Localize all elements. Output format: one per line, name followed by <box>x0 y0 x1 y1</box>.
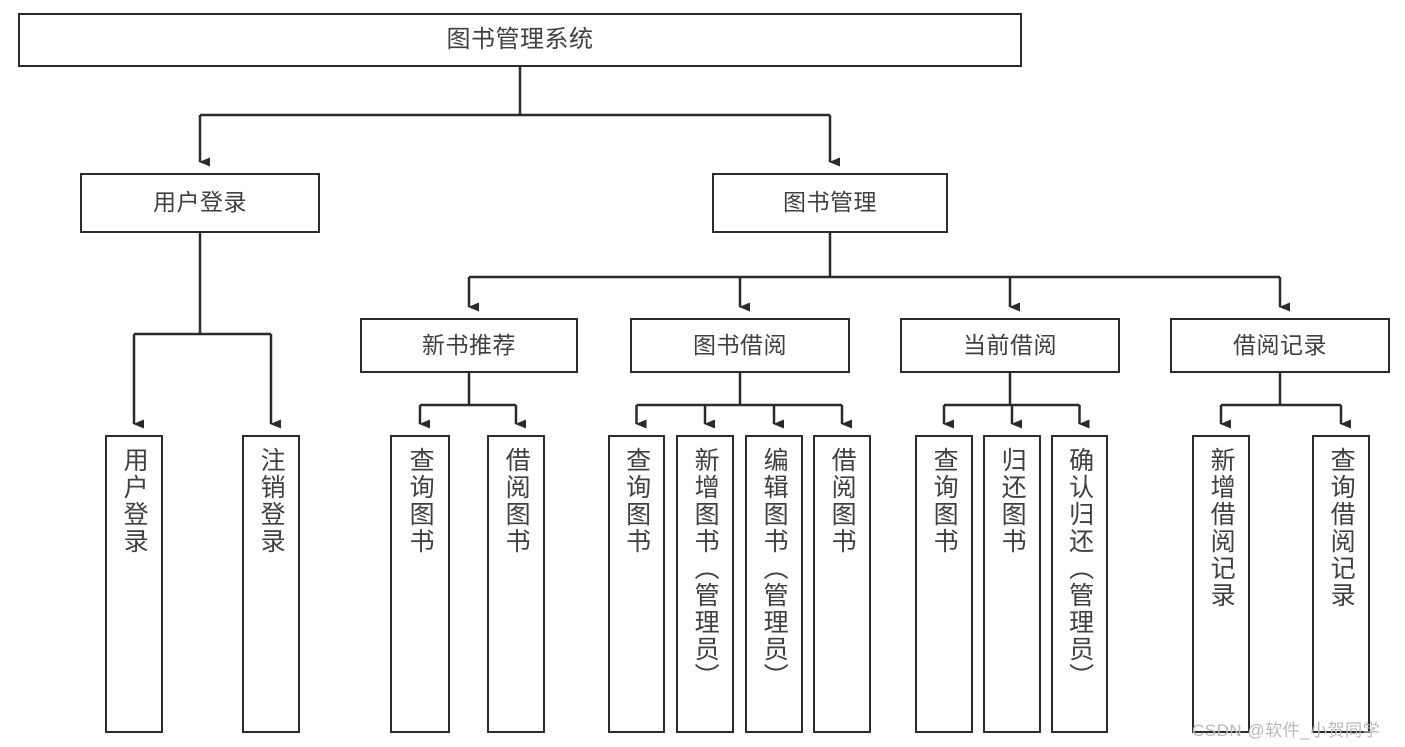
node-box-bookmgmt[interactable]: 图书管理 <box>712 173 948 233</box>
node-label-borrow: 图书借阅 <box>693 331 787 358</box>
node-label-r1: 新增借阅记录 <box>1207 447 1236 609</box>
node-box-b1[interactable]: 查询图书 <box>608 435 665 733</box>
node-label-b4: 借阅图书 <box>828 447 857 555</box>
node-box-n2[interactable]: 借阅图书 <box>487 435 545 733</box>
node-label-r2: 查询借阅记录 <box>1327 447 1356 609</box>
node-box-c2[interactable]: 归还图书 <box>983 435 1041 733</box>
node-box-l1[interactable]: 用户登录 <box>105 435 163 733</box>
node-label-l2: 注销登录 <box>257 447 286 555</box>
node-label-l1: 用户登录 <box>120 447 149 555</box>
node-label-root: 图书管理系统 <box>446 25 594 53</box>
node-box-n1[interactable]: 查询图书 <box>390 435 450 733</box>
node-label-records: 借阅记录 <box>1233 331 1327 358</box>
node-label-n1: 查询图书 <box>406 447 435 555</box>
node-label-bookmgmt: 图书管理 <box>783 189 877 216</box>
node-label-b3: 编辑图书（管理员） <box>760 447 789 690</box>
node-box-r2[interactable]: 查询借阅记录 <box>1312 435 1370 733</box>
node-box-l2[interactable]: 注销登录 <box>242 435 300 733</box>
node-box-b4[interactable]: 借阅图书 <box>813 435 871 733</box>
node-label-newbook: 新书推荐 <box>422 331 516 358</box>
node-label-c3: 确认归还（管理员） <box>1065 447 1094 690</box>
node-box-root[interactable]: 图书管理系统 <box>18 13 1022 67</box>
node-box-login[interactable]: 用户登录 <box>80 173 320 233</box>
node-label-b1: 查询图书 <box>622 447 651 555</box>
node-box-newbook[interactable]: 新书推荐 <box>360 318 578 373</box>
node-box-records[interactable]: 借阅记录 <box>1170 318 1390 373</box>
node-label-b2: 新增图书（管理员） <box>691 447 720 690</box>
node-label-c1: 查询图书 <box>930 447 959 555</box>
node-box-r1[interactable]: 新增借阅记录 <box>1192 435 1250 733</box>
node-label-c2: 归还图书 <box>998 447 1027 555</box>
node-label-login: 用户登录 <box>153 189 247 216</box>
node-box-current[interactable]: 当前借阅 <box>900 318 1120 373</box>
node-box-c1[interactable]: 查询图书 <box>915 435 973 733</box>
node-box-b3[interactable]: 编辑图书（管理员） <box>745 435 803 733</box>
node-box-borrow[interactable]: 图书借阅 <box>630 318 850 373</box>
node-box-b2[interactable]: 新增图书（管理员） <box>676 435 734 733</box>
node-label-current: 当前借阅 <box>963 331 1057 358</box>
node-label-n2: 借阅图书 <box>502 447 531 555</box>
node-box-c3[interactable]: 确认归还（管理员） <box>1051 435 1108 733</box>
